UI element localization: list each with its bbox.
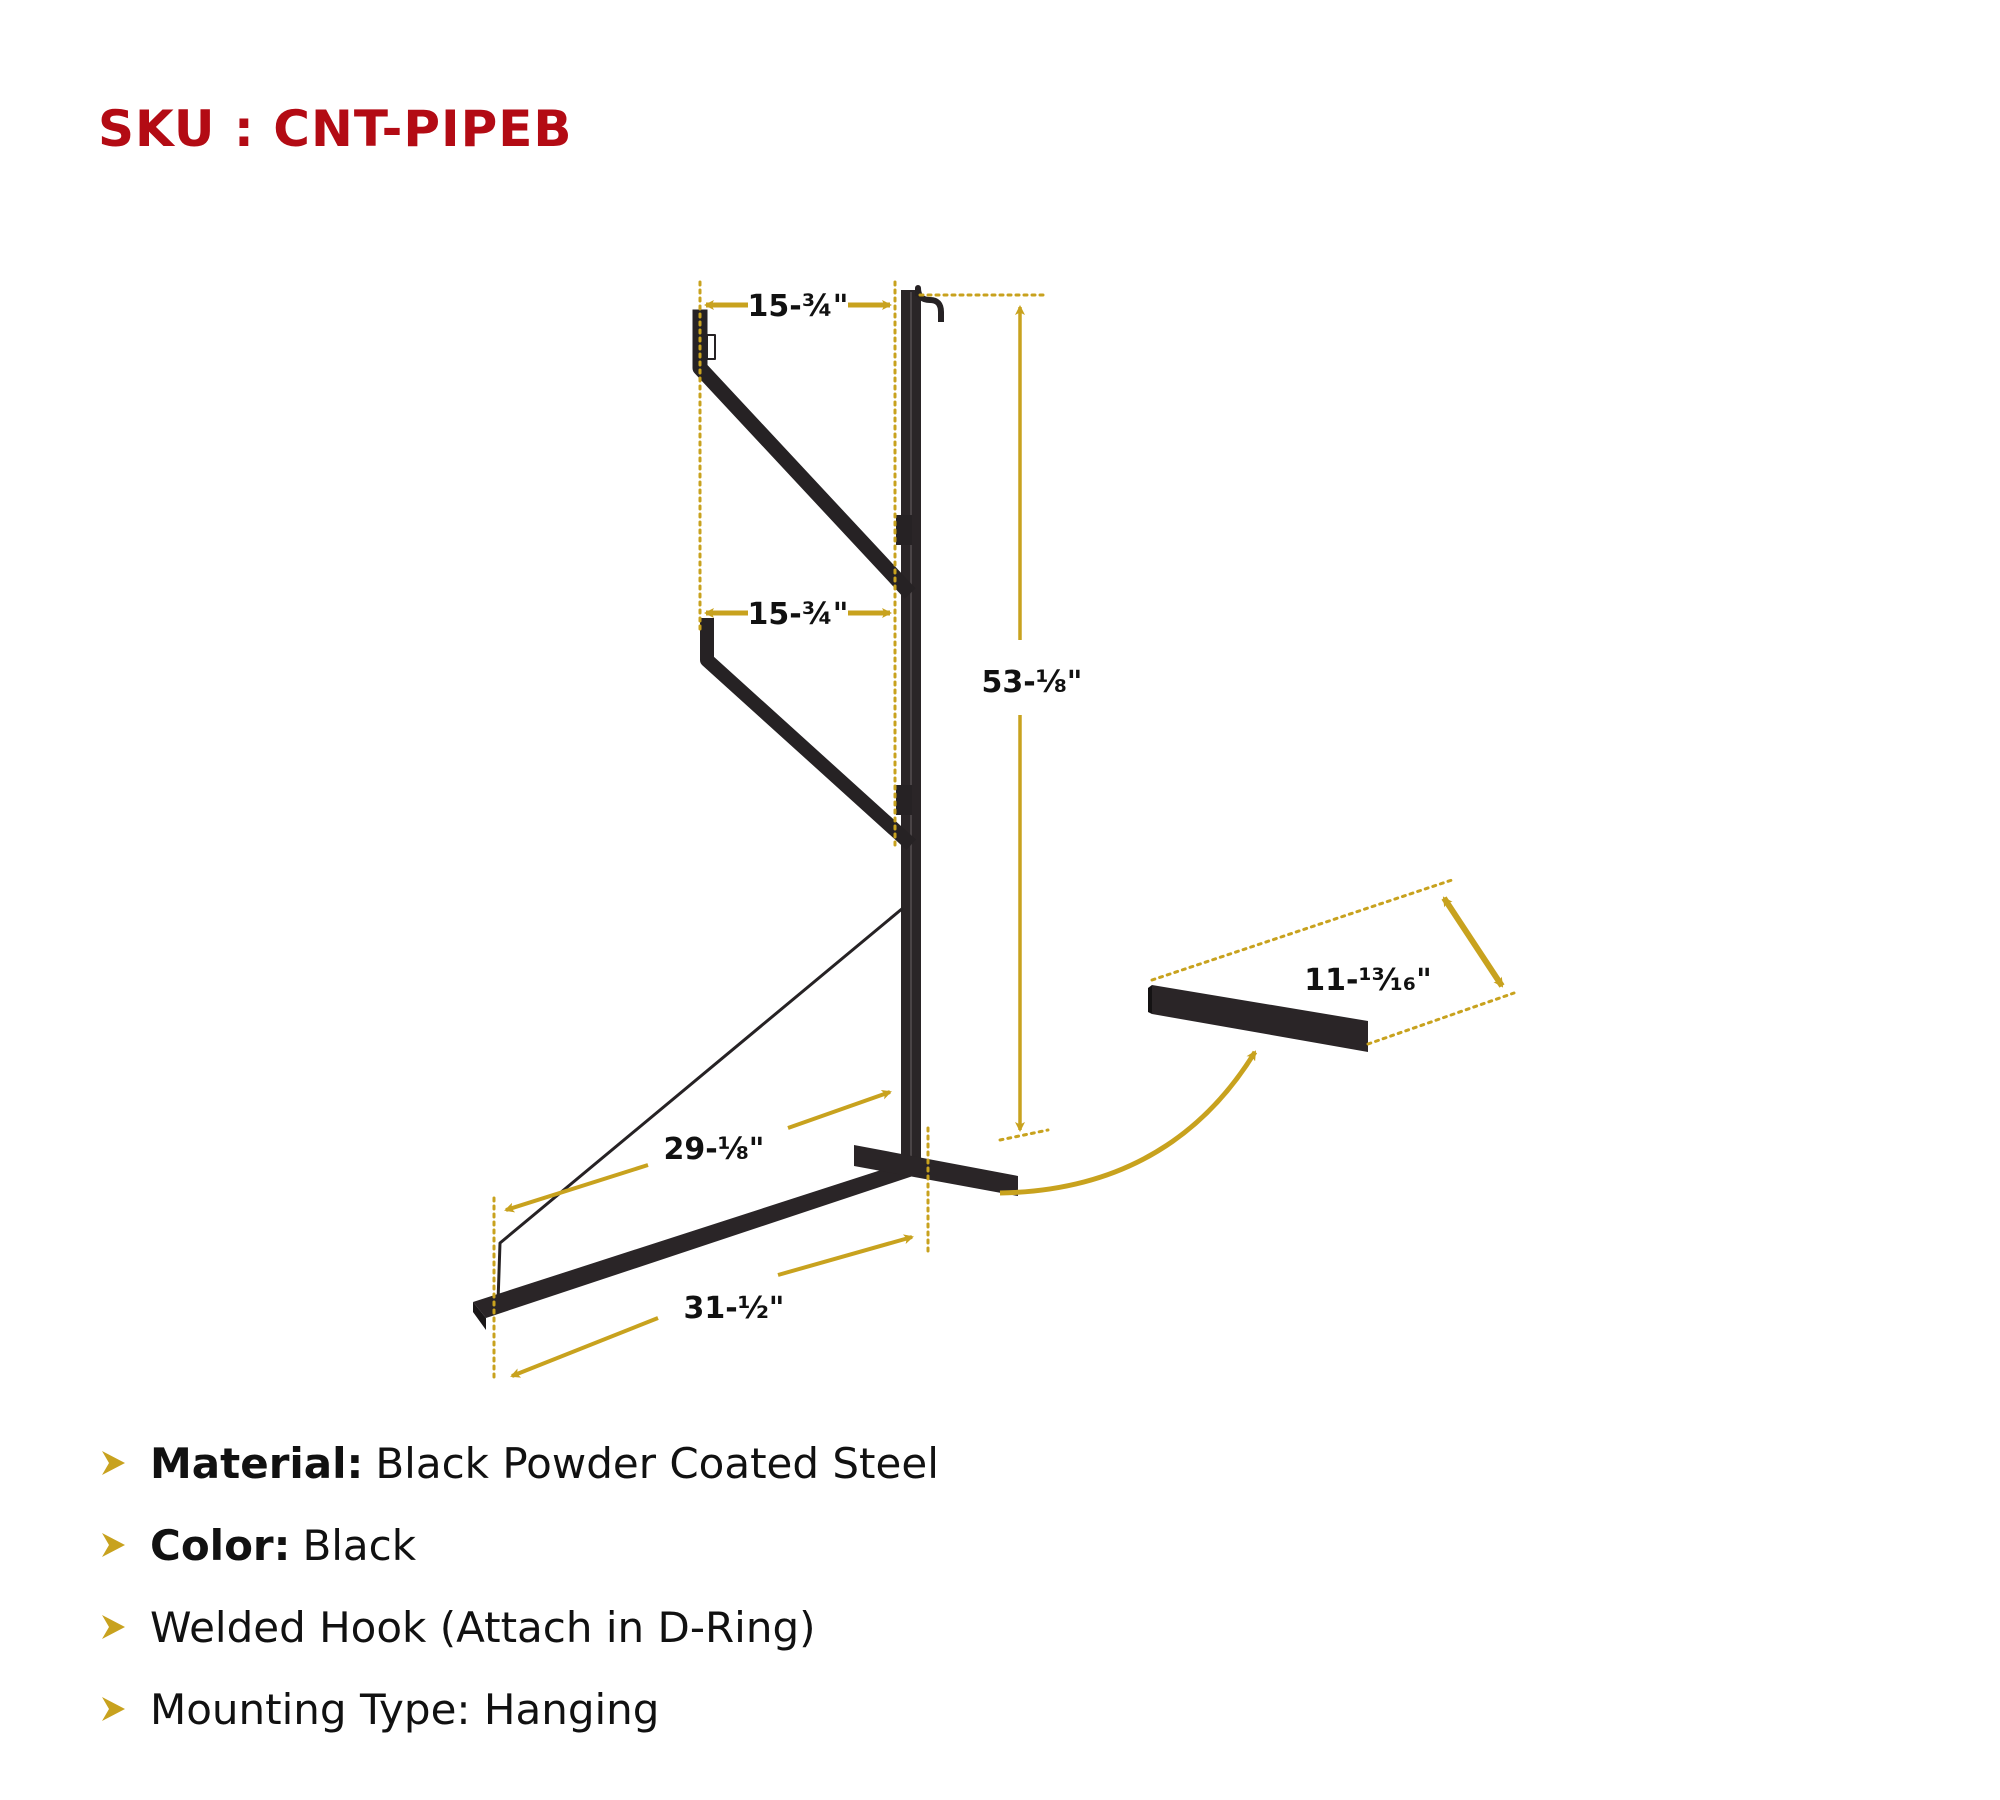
height-label: 53-⅛" xyxy=(982,665,1083,700)
dimension-guides xyxy=(492,280,1516,1384)
feature-list: Material: Black Powder Coated Steel Colo… xyxy=(98,1422,939,1750)
chevron-bullet-icon xyxy=(102,1615,125,1639)
feature-value: Welded Hook (Attach in D-Ring) xyxy=(150,1602,816,1652)
feature-value: Black xyxy=(302,1520,417,1570)
feature-label: Color: xyxy=(150,1520,291,1570)
top-arm-width-label: 15-¾" xyxy=(748,289,849,324)
feature-mounting: Mounting Type: Hanging xyxy=(98,1668,939,1750)
base-length-label: 31-½" xyxy=(684,1291,785,1326)
brace-length-label: 29-⅛" xyxy=(664,1132,765,1167)
base-bar xyxy=(473,1160,925,1318)
feature-color: Color: Black xyxy=(98,1504,939,1586)
chevron-bullet-icon xyxy=(102,1451,125,1475)
chevron-bullet-icon xyxy=(102,1697,125,1721)
middle-arm-width-label: 15-¾" xyxy=(748,597,849,632)
chevron-bullet-icon xyxy=(102,1533,125,1557)
welded-hook-icon xyxy=(915,285,944,322)
loose-foot-bar xyxy=(1152,985,1368,1052)
feature-hook: Welded Hook (Attach in D-Ring) xyxy=(98,1586,939,1668)
feature-value: Mounting Type: Hanging xyxy=(150,1684,660,1734)
rack-dimension-diagram: 15-¾" 15-¾" 53-⅛" 11-¹³⁄₁₆" 29-⅛" 31-½" xyxy=(473,280,1516,1384)
support-wire xyxy=(496,906,904,1303)
foot-length-label: 11-¹³⁄₁₆" xyxy=(1304,963,1431,998)
top-arm xyxy=(692,309,916,599)
t-foot xyxy=(854,1145,1018,1196)
feature-value: Black Powder Coated Steel xyxy=(375,1438,939,1488)
rack-illustration xyxy=(473,285,1368,1330)
feature-material: Material: Black Powder Coated Steel xyxy=(98,1422,939,1504)
feature-label: Material: xyxy=(150,1438,364,1488)
middle-arm xyxy=(700,618,916,850)
sku-title: SKU : CNT-PIPEB xyxy=(98,100,573,158)
